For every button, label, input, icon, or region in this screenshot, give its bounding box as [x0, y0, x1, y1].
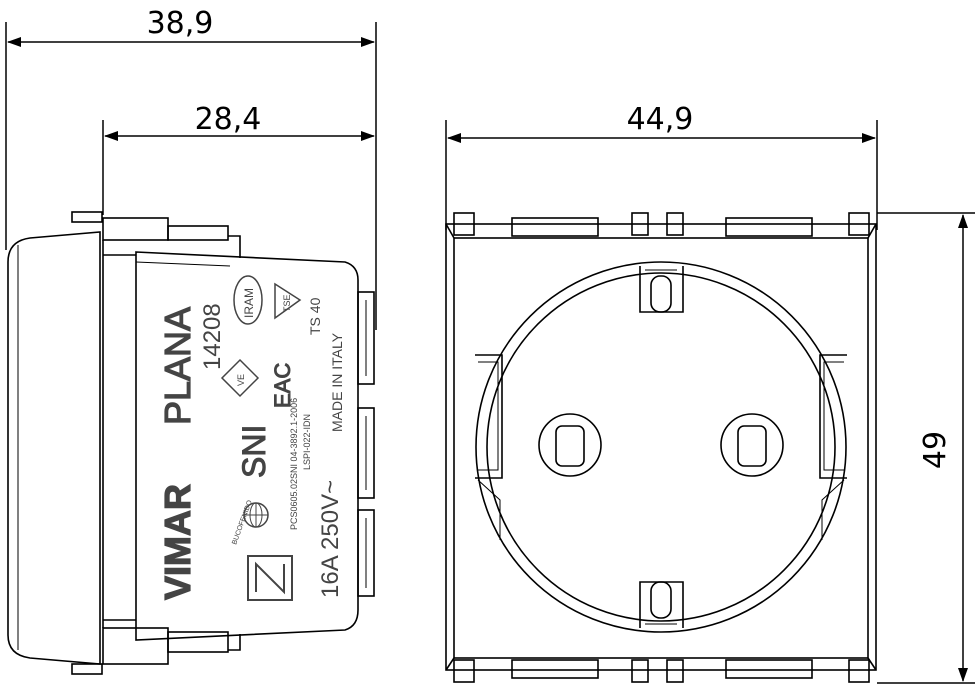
globe-logo: BUCOFENIDO	[231, 499, 269, 546]
dimension-width-label: 44,9	[627, 102, 694, 137]
sni-logo: SNI	[236, 425, 272, 478]
svg-text:IRAM: IRAM	[242, 288, 256, 318]
standard1-marking: PCS0605.02SNI 04-3892.1-2006	[289, 398, 299, 530]
dimension-height	[877, 212, 975, 684]
code-marking: 14208	[199, 303, 226, 370]
eac-logo: EAC	[270, 363, 295, 408]
ts-marking: TS 40	[307, 297, 323, 335]
ve-logo: VE	[220, 358, 260, 398]
brand-marking: VIMAR	[157, 484, 198, 600]
side-markings: VIMAR PLANA 14208 16A 250V~ MADE IN ITAL…	[156, 275, 345, 601]
tse-logo: TSE	[274, 282, 302, 320]
dimension-overall-depth-label: 38,9	[147, 6, 214, 41]
svg-text:VE: VE	[236, 374, 246, 386]
rating-marking: 16A 250V~	[317, 480, 344, 598]
series-marking: PLANA	[157, 307, 198, 425]
iram-logo: IRAM	[233, 275, 263, 325]
made-in-marking: MADE IN ITALY	[329, 332, 345, 432]
svg-text:TSE: TSE	[282, 294, 292, 312]
dimension-body-depth-label: 28,4	[195, 102, 262, 137]
dimension-overall-depth	[5, 22, 377, 330]
front-view	[445, 212, 877, 683]
dimension-body-depth	[102, 120, 375, 215]
dimension-height-label: 49	[918, 431, 953, 469]
dimension-width	[445, 120, 878, 230]
side-view	[7, 211, 375, 675]
standard2-marking: LSPI-022-IDN	[302, 414, 312, 470]
svg-text:BUCOFENIDO: BUCOFENIDO	[231, 499, 254, 546]
n-square-logo	[247, 555, 293, 601]
